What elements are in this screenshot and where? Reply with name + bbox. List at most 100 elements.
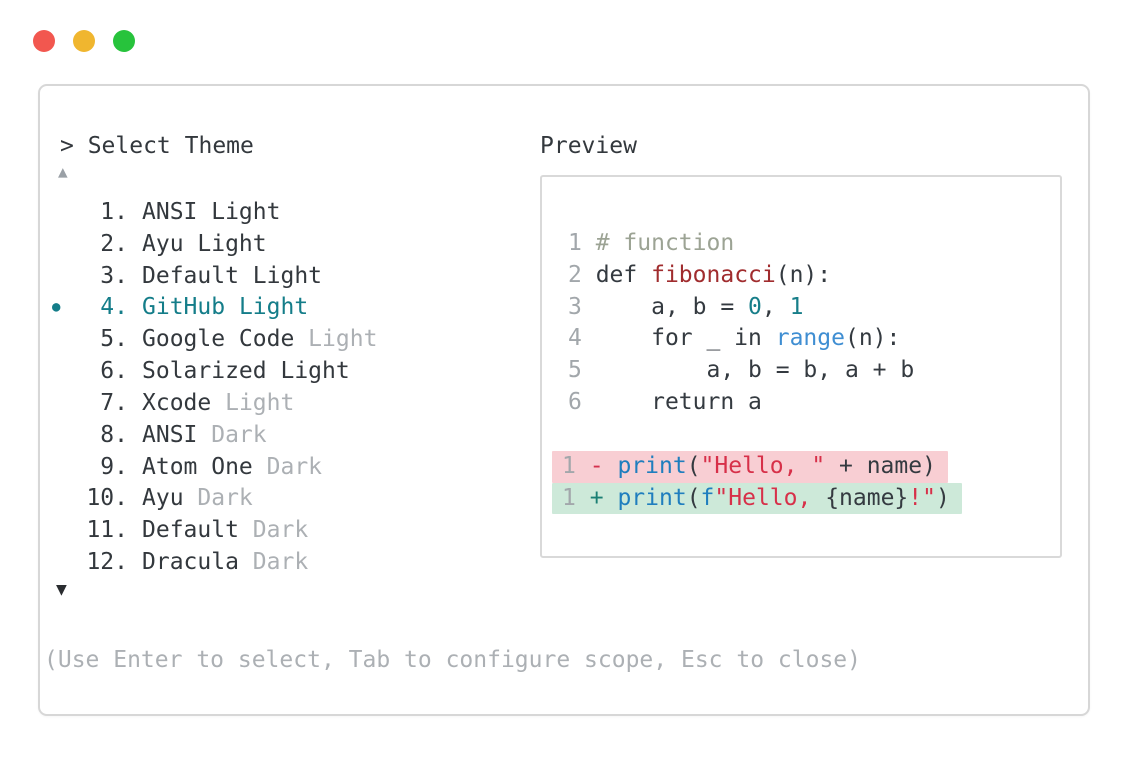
theme-item-variant: Light bbox=[225, 294, 309, 321]
code-line: 6 return a bbox=[552, 387, 962, 419]
theme-item-number: 9. bbox=[100, 453, 128, 480]
token-pl: (n): bbox=[844, 325, 901, 352]
theme-item-number: 2. bbox=[100, 230, 128, 257]
token-pr: print bbox=[617, 452, 687, 479]
theme-item-number: 1. bbox=[100, 198, 128, 225]
token-pl: return a bbox=[581, 389, 762, 416]
theme-item-number: 6. bbox=[100, 358, 128, 385]
keyboard-hints: (Use Enter to select, Tab to configure s… bbox=[44, 647, 861, 673]
token-st: !" bbox=[908, 484, 936, 511]
token-ad: + bbox=[589, 484, 604, 511]
theme-item-name: GitHub bbox=[142, 294, 226, 321]
theme-item-name: Xcode bbox=[142, 389, 212, 416]
theme-item-default-dark[interactable]: 11.Default Dark bbox=[52, 514, 377, 546]
token-pl bbox=[604, 453, 618, 479]
token-pl: for _ in bbox=[581, 325, 776, 352]
diff-added-chunk: 1 + print(f"Hello, {name}!") bbox=[552, 482, 962, 515]
theme-item-ayu-light[interactable]: 2. Ayu Light bbox=[52, 228, 377, 260]
theme-item-variant: Dark bbox=[197, 421, 267, 448]
theme-item-variant: Light bbox=[197, 198, 281, 225]
token-st: "Hello, bbox=[714, 484, 826, 511]
theme-item-name: Default bbox=[142, 262, 239, 289]
theme-item-xcode-light[interactable]: 7.Xcode Light bbox=[52, 387, 377, 419]
theme-item-dracula-dark[interactable]: 12. Dracula Dark bbox=[52, 546, 377, 578]
code-line: 5 a, b = b, a + b bbox=[552, 355, 962, 387]
theme-item-variant: Light bbox=[183, 230, 267, 257]
token-pl bbox=[604, 485, 618, 511]
theme-item-variant: Dark bbox=[238, 517, 309, 544]
theme-item-number: 5. bbox=[100, 326, 128, 353]
theme-item-name: Dracula bbox=[142, 549, 239, 576]
theme-item-google-code-light[interactable]: 5. Google Code Light bbox=[52, 323, 377, 355]
token-pl bbox=[576, 485, 590, 511]
token-ln: 2 bbox=[568, 261, 582, 288]
code-line-diff-added: 1 + print(f"Hello, {name}!") bbox=[552, 482, 962, 515]
minimize-button-icon[interactable] bbox=[73, 30, 95, 52]
token-ln: 3 bbox=[568, 293, 582, 320]
token-bi: range bbox=[775, 325, 845, 352]
token-pl: ) bbox=[935, 484, 950, 511]
theme-item-number: 11. bbox=[86, 517, 128, 544]
token-pl: (n): bbox=[775, 261, 832, 288]
theme-item-ansi-dark[interactable]: 8.ANSI Dark bbox=[52, 419, 377, 451]
theme-item-variant: Dark bbox=[252, 453, 323, 480]
token-ln: 1 bbox=[562, 452, 576, 479]
theme-item-name: Ayu bbox=[142, 230, 184, 257]
theme-item-name: Google Code bbox=[142, 326, 295, 353]
token-pl: def bbox=[581, 261, 652, 288]
token-pl: , bbox=[761, 293, 790, 320]
window-controls bbox=[33, 30, 135, 52]
code-line: 1 # function bbox=[552, 228, 962, 260]
close-button-icon[interactable] bbox=[33, 30, 55, 52]
select-theme-prompt: > Select Theme bbox=[60, 133, 254, 159]
theme-item-name: Solarized bbox=[142, 358, 267, 385]
code-line: 2 def fibonacci(n): bbox=[552, 260, 962, 292]
theme-item-number: 3. bbox=[100, 262, 128, 289]
token-ln: 1 bbox=[568, 230, 582, 256]
diff-removed-chunk: 1 - print("Hello, " + name) bbox=[552, 450, 948, 483]
theme-item-variant: Dark bbox=[183, 485, 253, 512]
token-pl bbox=[582, 230, 596, 256]
token-pl: + name) bbox=[825, 452, 936, 479]
theme-item-name: ANSI bbox=[142, 198, 198, 225]
theme-item-variant: Light bbox=[238, 262, 323, 289]
token-cm: # function bbox=[595, 230, 735, 256]
preview-heading: Preview bbox=[540, 133, 637, 159]
code-line: 3 a, b = 0, 1 bbox=[552, 292, 962, 324]
theme-item-github-light[interactable]: ●4.GitHub Light bbox=[52, 291, 377, 323]
theme-item-name: Ayu bbox=[142, 485, 184, 512]
theme-item-variant: Light bbox=[294, 326, 378, 353]
selected-bullet-icon: ● bbox=[52, 299, 61, 316]
token-pl: {name} bbox=[825, 484, 909, 511]
token-pl: ( bbox=[686, 452, 701, 479]
scroll-up-icon[interactable]: ▲ bbox=[58, 162, 68, 181]
token-ln: 1 bbox=[562, 484, 576, 511]
theme-item-number: 12. bbox=[86, 549, 128, 576]
code-line bbox=[552, 419, 962, 451]
scroll-down-icon[interactable]: ▼ bbox=[56, 579, 67, 600]
token-pr: print bbox=[617, 484, 687, 511]
theme-item-ansi-light[interactable]: 1. ANSI Light bbox=[52, 196, 377, 228]
token-nm: 1 bbox=[789, 293, 804, 320]
token-mi: - bbox=[589, 452, 604, 479]
theme-item-name: ANSI bbox=[142, 421, 198, 448]
token-pl bbox=[576, 453, 590, 479]
code-line: 4 for _ in range(n): bbox=[552, 323, 962, 355]
theme-item-number: 7. bbox=[100, 389, 128, 416]
token-nm: 0 bbox=[748, 293, 762, 320]
theme-item-atom-one-dark[interactable]: 9. Atom One Dark bbox=[52, 451, 377, 483]
theme-item-solarized-light[interactable]: 6.Solarized Light bbox=[52, 355, 377, 387]
token-pl: a, b = bbox=[581, 293, 749, 320]
theme-item-ayu-dark[interactable]: 10.Ayu Dark bbox=[52, 482, 377, 514]
zoom-button-icon[interactable] bbox=[113, 30, 135, 52]
token-ln: 5 bbox=[568, 357, 582, 384]
token-ln: 4 bbox=[568, 325, 582, 352]
theme-item-default-light[interactable]: 3. Default Light bbox=[52, 260, 377, 292]
theme-item-name: Atom One bbox=[142, 453, 253, 480]
token-st: "Hello, " bbox=[700, 452, 826, 479]
token-pl: ( bbox=[686, 484, 701, 511]
token-pl: a, b = b, a + b bbox=[581, 357, 915, 384]
theme-item-variant: Dark bbox=[238, 549, 309, 576]
